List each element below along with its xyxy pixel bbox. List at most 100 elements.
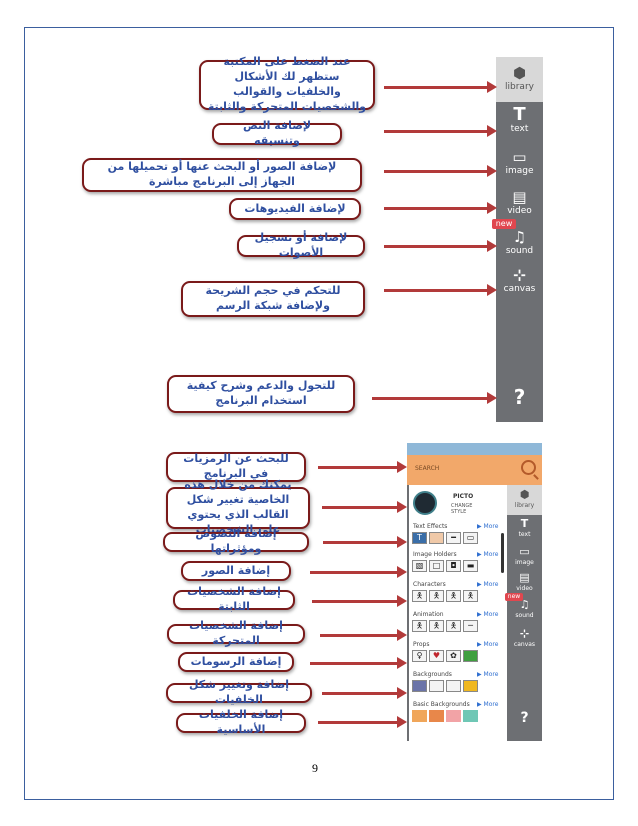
thumb[interactable] — [412, 680, 427, 692]
more-link[interactable]: ▶ More — [477, 611, 499, 618]
character-icon[interactable]: 🯅 — [429, 620, 444, 632]
character-icon[interactable]: 🯅 — [412, 590, 427, 602]
label-images: إضافة الصور — [181, 561, 291, 581]
toolbar-video[interactable]: ▤ video — [507, 571, 542, 593]
canvas-icon: ⊹ — [519, 627, 530, 640]
toolbar-canvas[interactable]: ⊹ canvas — [507, 627, 542, 649]
toolbar-library[interactable]: ⬢ library — [507, 485, 542, 515]
more-link[interactable]: ▶ More — [477, 701, 499, 708]
label-text-effects: إضافة النصوص ومؤثراتها — [163, 527, 309, 555]
app-topbar — [407, 443, 542, 455]
label-video: لإضافة الفيديوهات — [229, 198, 361, 220]
more-link[interactable]: ▶ More — [477, 671, 499, 678]
thumbs-props: ♀ ♥ ✿ — [412, 650, 478, 662]
toolbar-library[interactable]: ⬢ library — [496, 57, 543, 102]
video-icon: ▤ — [512, 188, 527, 206]
label-characters: إضافة الشخصيات الثابتة — [173, 585, 295, 613]
label-image: لإضافة الصور أو البحث عنها أو تحميلها من… — [82, 158, 362, 192]
thumb[interactable] — [463, 680, 478, 692]
thumbs-image-holders: ▧ □ ◘ ▬ — [412, 560, 478, 572]
arrow-images — [310, 566, 407, 578]
color-swatch[interactable] — [412, 710, 427, 722]
color-swatch[interactable] — [446, 710, 461, 722]
search-icon[interactable] — [521, 460, 536, 475]
video-icon: ▤ — [519, 571, 530, 584]
arrow-text — [384, 125, 497, 137]
color-swatch[interactable] — [463, 710, 478, 722]
flower-icon[interactable]: ✿ — [446, 650, 461, 662]
cube-icon: ⬢ — [512, 64, 527, 82]
thumb[interactable]: ▧ — [412, 560, 427, 572]
thumb[interactable]: ━ — [446, 532, 461, 544]
music-note-icon: ♫ — [512, 228, 527, 246]
thumbs-animation: 🯅 🯅 🯅 ─ — [412, 620, 478, 632]
label-help: للتجول والدعم وشرح كيفية استخدام البرنام… — [167, 375, 355, 413]
cube-icon: ⬢ — [519, 488, 530, 501]
toolbar-sound[interactable]: ♫ sound — [496, 229, 543, 256]
toolbar-text[interactable]: T text — [507, 518, 542, 539]
scrollbar[interactable] — [501, 533, 504, 573]
label-change-style: يمكنك من خلال هذه الخاصية تغيير شكل القا… — [166, 478, 310, 536]
heart-icon[interactable]: ♥ — [429, 650, 444, 662]
toolbar-image[interactable]: ▭ image — [496, 149, 543, 176]
arrow-characters — [312, 595, 407, 607]
label-basic-backgrounds: إضافة الخلفيات الأساسية — [176, 708, 306, 736]
label-animation: إضافة الشخصيات المتحركة — [167, 619, 305, 647]
thumb[interactable]: ◘ — [446, 560, 461, 572]
canvas-icon: ⊹ — [513, 266, 526, 284]
character-icon[interactable]: 🯅 — [446, 590, 461, 602]
arrow-image — [384, 165, 497, 177]
toolbar-top: ⬢ library T text ▭ image ▤ video new ♫ s… — [492, 57, 543, 422]
page-number: 9 — [312, 761, 318, 775]
character-icon[interactable]: 🯅 — [412, 620, 427, 632]
search-placeholder: SEARCH — [415, 465, 440, 472]
more-link[interactable]: ▶ More — [477, 551, 499, 558]
section-props: Props — [413, 641, 430, 648]
character-icon[interactable]: 🯅 — [446, 620, 461, 632]
character-icon[interactable]: ─ — [463, 620, 478, 632]
image-icon: ▭ — [519, 545, 530, 558]
section-text-effects: Text Effects — [413, 523, 448, 530]
section-backgrounds: Backgrounds — [413, 671, 452, 678]
toolbar-help[interactable]: ? — [513, 385, 526, 409]
thumbs-basic-backgrounds — [412, 710, 478, 722]
toolbar-image[interactable]: ▭ image — [507, 545, 542, 567]
more-link[interactable]: ▶ More — [477, 523, 499, 530]
toolbar-video[interactable]: ▤ video — [496, 189, 543, 216]
search-bar[interactable]: SEARCH — [407, 455, 542, 485]
toolbar-canvas[interactable]: ⊹ canvas — [496, 267, 543, 294]
label-library: عند الضغط على المكتبة ستظهر لك الأشكال و… — [199, 55, 375, 113]
more-link[interactable]: ▶ More — [477, 581, 499, 588]
new-badge: new — [492, 219, 516, 229]
color-swatch[interactable] — [429, 710, 444, 722]
thumb[interactable] — [429, 680, 444, 692]
arrow-video — [384, 202, 497, 214]
label-props: إضافة الرسومات — [178, 652, 294, 672]
arrow-text-effects — [323, 536, 407, 548]
avatar[interactable] — [413, 491, 437, 515]
section-basic-backgrounds: Basic Backgrounds — [413, 701, 470, 708]
arrow-props — [310, 657, 407, 669]
toolbar-help[interactable]: ? — [520, 710, 529, 726]
thumb[interactable] — [446, 680, 461, 692]
change-style-button[interactable]: CHANGE STYLE — [451, 503, 473, 515]
thumb[interactable]: T — [412, 532, 427, 544]
more-link[interactable]: ▶ More — [477, 641, 499, 648]
bulb-icon[interactable]: ♀ — [412, 650, 427, 662]
money-icon[interactable] — [463, 650, 478, 662]
thumb[interactable]: □ — [429, 560, 444, 572]
arrow-search — [318, 461, 407, 473]
thumb[interactable]: ▭ — [463, 532, 478, 544]
app-toolbar: ⬢ library T text ▭ image ▤ video new ♫ s… — [505, 485, 542, 741]
toolbar-sound[interactable]: ♫ sound — [507, 599, 542, 620]
section-characters: Characters — [413, 581, 446, 588]
thumbs-text-effects: T ━ ▭ — [412, 532, 478, 544]
character-icon[interactable]: 🯅 — [429, 590, 444, 602]
arrow-backgrounds — [322, 687, 407, 699]
thumb[interactable]: ▬ — [463, 560, 478, 572]
label-backgrounds: إضافة وتغيير شكل الخلفيات — [166, 678, 312, 706]
arrow-canvas — [384, 284, 497, 296]
character-icon[interactable]: 🯅 — [463, 590, 478, 602]
toolbar-text[interactable]: T text — [496, 106, 543, 135]
thumb[interactable] — [429, 532, 444, 544]
